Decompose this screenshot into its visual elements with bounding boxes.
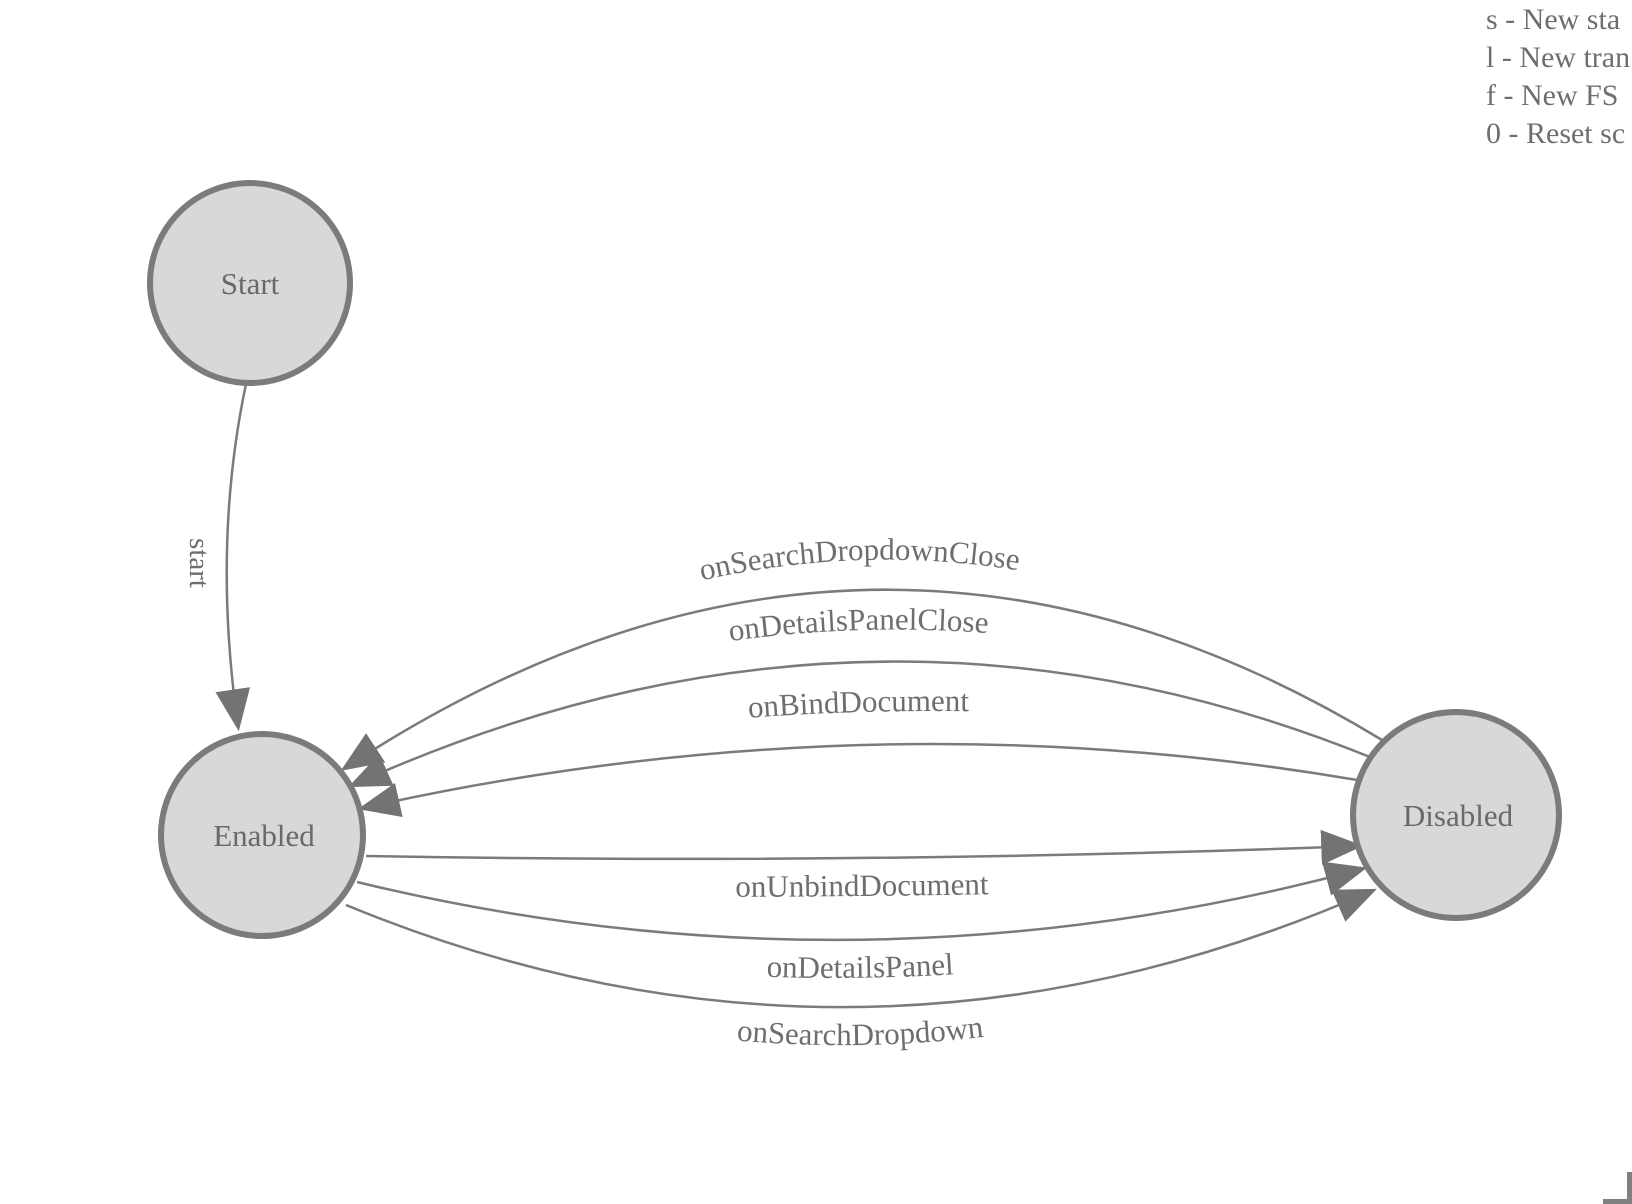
transition-edge-on-search-dropdown-close[interactable] (340, 588, 1383, 771)
transition-edge-on-search-dropdown[interactable] (345, 888, 1377, 1009)
transition-edge-start[interactable] (215, 383, 251, 732)
transition-label-on-search-dropdown: onSearchDropdown (736, 1009, 985, 1052)
transition-label-on-unbind-document: onUnbindDocument (735, 866, 989, 904)
transition-label-start: start (183, 538, 215, 588)
legend-item-new-transition: l - New tran (1486, 41, 1631, 74)
transition-label: onUnbindDocument (735, 866, 989, 904)
state-node-enabled[interactable]: Enabled (158, 731, 366, 939)
transition-edge-on-details-panel-close[interactable] (348, 660, 1371, 788)
canvas-frame-corner (1603, 1172, 1632, 1204)
legend-item-reset: 0 - Reset sc (1486, 117, 1626, 150)
transition-label: onDetailsPanelClose (726, 602, 990, 649)
state-node-disabled[interactable]: Disabled (1350, 709, 1562, 921)
state-label-disabled: Disabled (1403, 798, 1514, 833)
state-circle-start[interactable] (147, 180, 353, 386)
legend-item-new-state: s - New sta (1486, 3, 1621, 36)
transition-label: onDetailsPanel (766, 946, 954, 985)
transition-edge-on-unbind-document[interactable] (365, 829, 1364, 865)
transition-edge-on-bind-document[interactable] (357, 742, 1358, 818)
transition-label-on-bind-document: onBindDocument (747, 683, 970, 725)
transition-label: onSearchDropdown (736, 1009, 985, 1052)
state-label-start: Start (221, 266, 280, 301)
state-label-enabled: Enabled (213, 818, 315, 853)
transition-label: onBindDocument (747, 683, 970, 725)
state-node-start[interactable]: Start (147, 180, 353, 386)
transition-label-on-details-panel-close: onDetailsPanelClose (726, 602, 990, 649)
state-circle-enabled[interactable] (158, 731, 366, 939)
transition-edge-on-details-panel[interactable] (356, 861, 1368, 942)
transition-label-on-search-dropdown-close: onSearchDropdownClose (696, 532, 1023, 588)
transition-edges (215, 383, 1383, 1009)
transition-label: onSearchDropdownClose (696, 532, 1023, 588)
shortcut-legend: s - New sta l - New tran f - New FS 0 - … (1486, 1, 1630, 153)
state-circle-disabled[interactable] (1350, 709, 1562, 921)
legend-item-new-fsm: f - New FS (1486, 79, 1619, 112)
transition-label-on-details-panel: onDetailsPanel (766, 946, 954, 985)
